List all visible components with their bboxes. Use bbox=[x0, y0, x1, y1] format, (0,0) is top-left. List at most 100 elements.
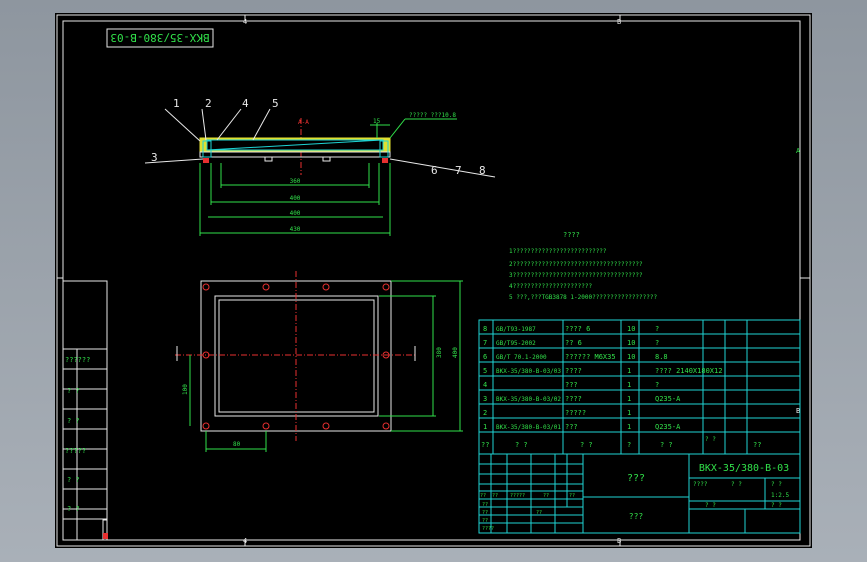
zone-label-bottom: 4 bbox=[243, 537, 247, 545]
bom-cell-qty: 10 bbox=[627, 353, 635, 361]
balloon-4: 4 bbox=[242, 97, 249, 110]
stamp-5: ? ? bbox=[67, 476, 80, 484]
title-company: ??? bbox=[629, 512, 644, 521]
bom-cell-qty: 1 bbox=[627, 409, 631, 417]
bom-cell-qty: 10 bbox=[627, 325, 635, 333]
drawing-canvas[interactable]: 4 B 4 B A B BKX-35/380-B-03 ?????? ? ? ?… bbox=[55, 13, 812, 548]
bom-cell-code: GB/T93-1987 bbox=[496, 326, 536, 333]
title-block[interactable]: ?? ?? ????? ?? ?? ?? ?? ?? ???? ?? ??? ?… bbox=[478, 453, 801, 534]
title-name: ??? bbox=[627, 473, 645, 484]
tech-line-5: 5 ???,???TGB3878 1-2000?????????????????… bbox=[509, 294, 657, 301]
zone-label-right-b: B bbox=[796, 407, 800, 415]
bom-cell-name: ???? bbox=[565, 395, 582, 403]
bom-cell-mat: ? bbox=[655, 339, 659, 347]
tb-small-1: ?? bbox=[480, 493, 486, 499]
tech-title: ???? bbox=[563, 231, 580, 239]
bom-cell-no: 2 bbox=[483, 409, 487, 417]
dim-400: 400 bbox=[290, 195, 301, 202]
outer-border bbox=[56, 14, 811, 547]
balloon-2: 2 bbox=[205, 97, 212, 110]
stamp-1: ?????? bbox=[65, 356, 90, 364]
bom-cell-code: BKX-35/380-B-03/03 bbox=[496, 368, 561, 375]
zone-label-bottom-b: B bbox=[617, 537, 621, 545]
section-label: A-A bbox=[298, 119, 309, 126]
bom-cell-name: ??? bbox=[565, 381, 578, 389]
weld-note: ????? ???10.8 bbox=[409, 112, 456, 119]
tech-line-3: 3???????????????????????????????????? bbox=[509, 272, 643, 279]
bom-cell-name: ?????? M6X35 bbox=[565, 353, 616, 361]
drawing-sheet[interactable]: 4 B 4 B A B BKX-35/380-B-03 ?????? ? ? ?… bbox=[55, 13, 812, 548]
drawing-code-rotated: BKX-35/380-B-03 bbox=[110, 31, 209, 44]
dim-360: 360 bbox=[290, 178, 301, 185]
dim-430: 400 bbox=[290, 210, 301, 217]
tech-line-1: 1?????????????????????????? bbox=[509, 248, 607, 255]
bom-head-mat: ? ? bbox=[660, 441, 673, 449]
section-view[interactable]: A-A 360 400 bbox=[144, 97, 496, 236]
bom-cell-code: BKX-35/380-B-03/01 bbox=[496, 424, 561, 431]
bom-cell-name: ?? 6 bbox=[565, 339, 582, 347]
bom-cell-name: ????? bbox=[565, 409, 586, 417]
bom-cell-qty: 1 bbox=[627, 367, 631, 375]
bom-head-weight: ? ? bbox=[705, 436, 716, 443]
bom-head-note: ?? bbox=[753, 441, 761, 449]
bom-cell-name: ??? bbox=[565, 423, 578, 431]
tech-line-2: 2???????????????????????????????????? bbox=[509, 261, 643, 268]
dim-plan-80: 80 bbox=[233, 441, 241, 448]
bom-cell-mat: 8.8 bbox=[655, 353, 668, 361]
tb-small-6: ?? bbox=[482, 502, 488, 508]
balloon-3: 3 bbox=[151, 151, 158, 164]
bom-cell-no: 6 bbox=[483, 353, 487, 361]
bom-cell-qty: 1 bbox=[627, 381, 631, 389]
bom-cell-code: GB/T95-2002 bbox=[496, 340, 536, 347]
tb-small-9: ???? bbox=[482, 526, 494, 532]
left-stamps: ?????? ? ? ? ? ????? ? ? ? ? bbox=[63, 348, 107, 540]
bom-cell-qty: 10 bbox=[627, 339, 635, 347]
title-code: BKX-35/380-B-03 bbox=[699, 463, 789, 474]
balloon-1: 1 bbox=[173, 97, 180, 110]
stamp-4: ????? bbox=[65, 447, 86, 455]
balloon-8: 8 bbox=[479, 164, 486, 177]
technical-notes: ???? 1?????????????????????????? 2??????… bbox=[509, 231, 657, 301]
bom-head-code: ? ? bbox=[515, 441, 528, 449]
stamp-6: ? ? bbox=[67, 505, 80, 513]
bom-head-name: ? ? bbox=[580, 441, 593, 449]
bom-cell-no: 7 bbox=[483, 339, 487, 347]
bom-cell-qty: 1 bbox=[627, 423, 631, 431]
bom-cell-no: 3 bbox=[483, 395, 487, 403]
tb-label-sheet: ? ? bbox=[705, 502, 716, 509]
tb-label-weight: ? ? bbox=[731, 481, 742, 488]
bom-cell-mat: ? bbox=[655, 325, 659, 333]
balloon-leaders-left bbox=[144, 108, 496, 178]
bolt-holes bbox=[202, 283, 390, 430]
tb-small-10: ?? bbox=[536, 510, 542, 516]
bom-head-no: ?? bbox=[481, 441, 489, 449]
zone-label-top: 4 bbox=[243, 18, 247, 26]
balloon-7: 7 bbox=[455, 164, 462, 177]
bom-head-qty: ? bbox=[627, 441, 631, 449]
tb-small-2: ?? bbox=[492, 493, 498, 499]
dim-overall: 430 bbox=[290, 226, 301, 233]
bom-cell-name: ???? bbox=[565, 367, 582, 375]
plan-view[interactable]: 380 400 100 80 bbox=[175, 271, 463, 452]
bom-cell-mat: ? bbox=[655, 381, 659, 389]
bom-cell-mat: ???? 2140X180X12 bbox=[655, 367, 722, 375]
stamp-2: ? ? bbox=[67, 387, 80, 395]
tb-small-4: ?? bbox=[543, 493, 549, 499]
dim-15: 15 bbox=[373, 118, 381, 125]
left-stamp-column bbox=[62, 280, 108, 541]
frame-bottom bbox=[199, 151, 391, 158]
bom-cell-name: ???? 6 bbox=[565, 325, 590, 333]
bom-cell-no: 1 bbox=[483, 423, 487, 431]
tb-small-7: ?? bbox=[482, 510, 488, 516]
zone-label-right-a: A bbox=[796, 147, 801, 155]
bom-cell-no: 4 bbox=[483, 381, 487, 389]
tb-label-stage: ???? bbox=[693, 481, 708, 488]
stamp-3: ? ? bbox=[67, 417, 80, 425]
bom-cell-code: BKX-35/380-B-03/02 bbox=[496, 396, 561, 403]
tb-scale: 1:2.5 bbox=[771, 492, 789, 499]
tb-small-8: ?? bbox=[482, 518, 488, 524]
balloon-5: 5 bbox=[272, 97, 279, 110]
bom-cell-no: 8 bbox=[483, 325, 487, 333]
